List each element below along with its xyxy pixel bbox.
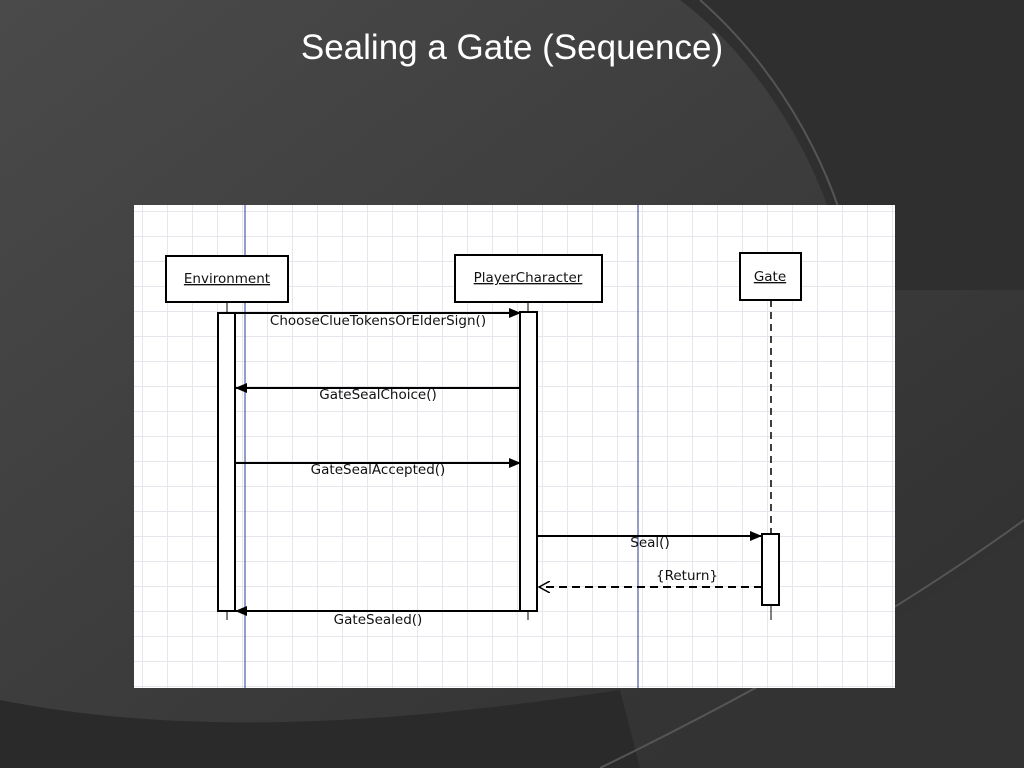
lifeline-player-character: PlayerCharacter <box>454 254 603 620</box>
activation-bar-player-character <box>519 311 538 612</box>
activation-bar-environment <box>217 312 236 612</box>
message-label-choose-clue-tokens: ChooseClueTokensOrElderSign() <box>270 313 486 329</box>
lifeline-gate: Gate <box>739 252 802 620</box>
activation-bar-gate <box>761 533 780 606</box>
message-label-gate-sealed: GateSealed() <box>334 612 423 628</box>
background-curve-bottom-left <box>0 690 640 768</box>
message-seal: Seal() <box>537 531 762 551</box>
message-label-gate-seal-accepted: GateSealAccepted() <box>311 462 446 478</box>
diagram-canvas: Environment PlayerCharacter Gate ChooseC… <box>165 205 802 688</box>
message-label-return: {Return} <box>656 568 718 584</box>
message-gate-sealed: GateSealed() <box>235 606 520 628</box>
message-gate-seal-accepted: GateSealAccepted() <box>235 458 521 478</box>
background-curve-bottom-right <box>640 530 1024 768</box>
message-gate-seal-choice: GateSealChoice() <box>235 383 520 403</box>
lifeline-head-player-character <box>454 254 603 303</box>
message-choose-clue-tokens: ChooseClueTokensOrElderSign() <box>235 308 521 329</box>
lifeline-label-gate: Gate <box>754 269 786 285</box>
lifeline-label-player-character: PlayerCharacter <box>474 270 583 286</box>
lifeline-label-environment: Environment <box>184 271 270 287</box>
message-label-gate-seal-choice: GateSealChoice() <box>319 387 437 403</box>
message-return: {Return} <box>539 568 762 587</box>
lifeline-environment: Environment <box>165 255 289 620</box>
slide-title: Sealing a Gate (Sequence) <box>300 28 724 67</box>
sequence-diagram: Environment PlayerCharacter Gate ChooseC… <box>134 205 895 688</box>
message-label-seal: Seal() <box>630 535 669 551</box>
lifeline-head-environment <box>165 255 289 303</box>
